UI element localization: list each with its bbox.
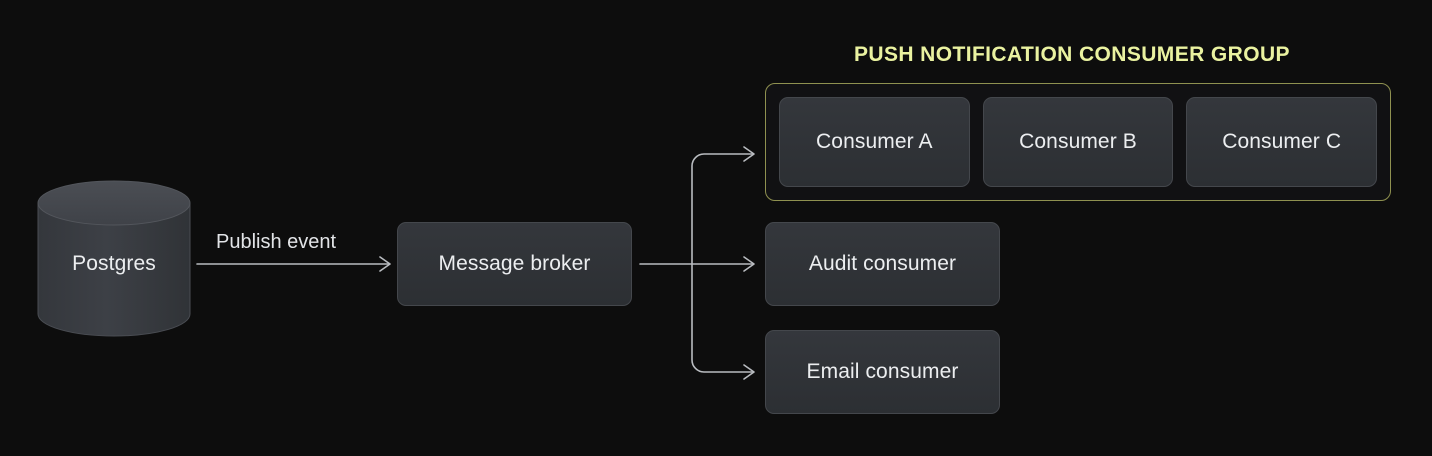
node-consumer-a[interactable]: Consumer A — [779, 97, 970, 187]
database-label: Postgres — [72, 252, 156, 275]
node-audit-consumer[interactable]: Audit consumer — [765, 222, 1000, 306]
node-consumer-c-label: Consumer C — [1222, 130, 1342, 153]
node-consumer-b-label: Consumer B — [1019, 130, 1137, 153]
node-consumer-c[interactable]: Consumer C — [1186, 97, 1378, 187]
arrow-to-audit-consumer — [691, 256, 755, 272]
node-email-consumer[interactable]: Email consumer — [765, 330, 1000, 414]
arrow-publish-event — [196, 256, 391, 272]
consumer-group-container: Consumer A Consumer B Consumer C — [765, 83, 1391, 201]
node-email-consumer-label: Email consumer — [806, 360, 959, 383]
node-consumer-b[interactable]: Consumer B — [982, 97, 1174, 187]
node-message-broker-label: Message broker — [438, 252, 591, 275]
node-audit-consumer-label: Audit consumer — [808, 252, 957, 275]
node-message-broker[interactable]: Message broker — [397, 222, 632, 306]
edge-label-publish-event: Publish event — [216, 231, 337, 253]
node-consumer-a-label: Consumer A — [816, 130, 933, 153]
arrow-to-email-consumer — [691, 263, 755, 380]
consumer-group-title: PUSH NOTIFICATION CONSUMER GROUP — [854, 43, 1290, 66]
arrow-to-consumer-group — [691, 146, 755, 265]
consumer-group-members: Consumer A Consumer B Consumer C — [766, 84, 1390, 200]
